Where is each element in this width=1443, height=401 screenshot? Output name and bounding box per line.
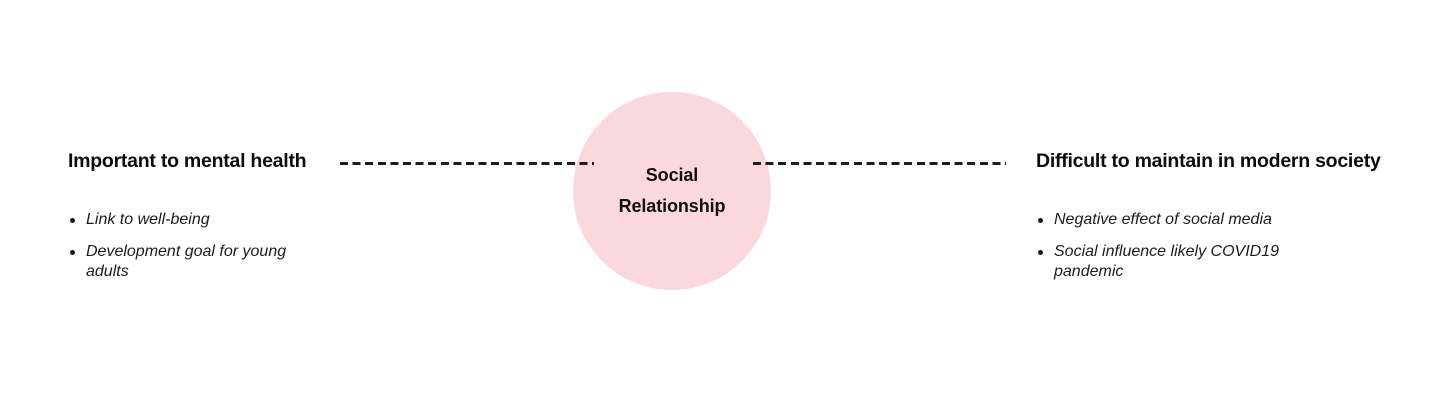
center-node-label-line-2: Relationship [618,196,726,216]
bullet-icon [70,250,75,255]
list-item-label: Social influence likely COVID19 pandemic [1054,243,1279,280]
bullet-icon [1038,218,1043,223]
branch-left: Important to mental health Link to well-… [68,149,368,280]
center-node-label-line-1: Social [645,165,699,185]
branch-left-heading: Important to mental health [68,150,307,172]
branch-left-list: Link to well-being Development goal for … [70,210,326,282]
branch-right: Difficult to maintain in modern society … [1036,149,1416,280]
list-item: Negative effect of social media [1038,210,1309,230]
branch-right-heading: Difficult to maintain in modern society [1036,150,1381,172]
connector-line-right [753,162,1006,165]
bullet-icon [70,218,75,223]
bullet-icon [1038,250,1043,255]
list-item-label: Development goal for young adults [86,243,287,280]
branch-right-list: Negative effect of social media Social i… [1038,210,1309,282]
connector-line-left [340,162,594,165]
list-item: Social influence likely COVID19 pandemic [1038,242,1309,282]
list-item-label: Negative effect of social media [1054,211,1272,228]
center-node-social-relationship: Social Relationship [573,92,771,290]
list-item: Link to well-being [70,210,326,230]
list-item-label: Link to well-being [86,211,210,228]
list-item: Development goal for young adults [70,242,326,282]
